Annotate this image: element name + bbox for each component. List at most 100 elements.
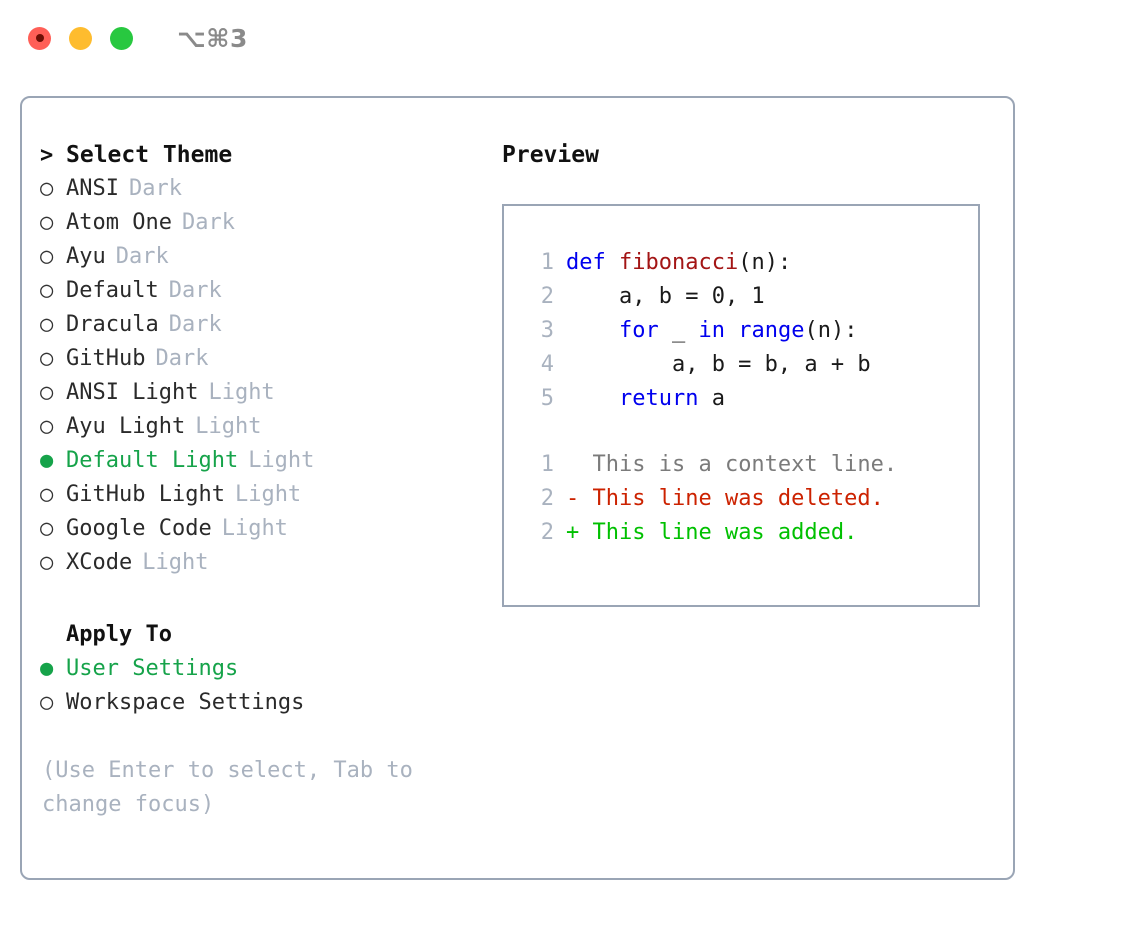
code-line: 5 return a — [522, 386, 978, 420]
code-token-pl — [566, 386, 619, 411]
diff-sample: 1 This is a context line.2- This line wa… — [522, 452, 978, 554]
theme-option-github-light[interactable]: ○ GitHub Light Light — [40, 482, 488, 516]
radio-unselected-icon: ○ — [40, 516, 54, 541]
code-token-pl — [566, 318, 619, 343]
radio-unselected-icon: ○ — [40, 244, 54, 269]
radio-unselected-icon: ○ — [40, 210, 54, 235]
theme-list-title: Select Theme — [66, 142, 233, 168]
theme-option-label: XCode — [66, 550, 133, 575]
minimize-button[interactable] — [69, 26, 92, 50]
theme-option-label: Dracula — [66, 312, 159, 337]
code-token-pl: a — [698, 386, 725, 411]
theme-option-kind: Light — [221, 516, 288, 541]
radio-selected-icon: ● — [40, 656, 54, 681]
code-line-text: for _ in range(n): — [566, 318, 857, 343]
window-titlebar: ⌥⌘3 — [0, 0, 1140, 76]
diff-line-sign: - — [566, 486, 580, 511]
code-token-fn: fibonacci — [618, 250, 739, 275]
theme-option-ansi-light[interactable]: ○ ANSI Light Light — [40, 380, 488, 414]
code-line-number: 3 — [540, 318, 554, 343]
theme-option-label: Default — [66, 278, 159, 303]
theme-applyto-spacer — [40, 584, 488, 622]
prompt-caret-icon: > — [40, 143, 54, 168]
code-line-text: return a — [566, 386, 725, 411]
diff-line-text: This is a context line. — [579, 452, 898, 477]
hint-spacer — [40, 724, 488, 754]
apply-to-option-workspace-settings[interactable]: ○Workspace Settings — [40, 690, 488, 724]
diff-line-number: 1 — [540, 452, 554, 477]
recording-indicator-icon — [35, 34, 44, 42]
diff-line-sign: + — [566, 520, 580, 545]
apply-to-option-user-settings[interactable]: ● User Settings — [40, 656, 488, 690]
theme-option-label: Ayu Light — [66, 414, 186, 439]
code-line-text: a, b = b, a + b — [566, 352, 871, 377]
diff-line-add: 2 + This line was added. — [522, 520, 978, 554]
diff-line-del: 2- This line was deleted. — [522, 486, 978, 520]
window-title: ⌥⌘3 — [177, 23, 248, 53]
code-token-pl — [725, 318, 738, 343]
theme-option-label: GitHub Light — [66, 482, 225, 507]
theme-option-label: GitHub — [66, 346, 146, 371]
radio-unselected-icon: ○ — [40, 312, 54, 337]
diff-line-ctx: 1 This is a context line. — [522, 452, 978, 486]
radio-unselected-icon: ○ — [40, 278, 54, 303]
code-line: 2 a, b = 0, 1 — [522, 284, 978, 318]
code-token-pl: (n): — [738, 250, 792, 275]
radio-unselected-icon: ○ — [40, 414, 54, 439]
theme-option-label: ANSI Light — [66, 380, 199, 405]
theme-option-label: ANSI — [66, 176, 119, 201]
code-line-number: 4 — [540, 352, 554, 377]
theme-option-kind: Light — [208, 380, 275, 405]
code-line-text: def fibonacci(n): — [566, 250, 791, 275]
code-token-pl: a, b = b, a + b — [566, 352, 871, 377]
diff-line-text: This line was added. — [579, 520, 858, 545]
radio-unselected-icon: ○ — [40, 482, 54, 507]
code-token-kw: in — [698, 318, 725, 343]
theme-option-kind: Dark — [155, 346, 209, 371]
theme-option-kind: Dark — [168, 278, 222, 303]
code-line-number: 1 — [540, 250, 554, 275]
theme-option-xcode[interactable]: ○ XCode Light — [40, 550, 488, 584]
theme-list-header: > Select Theme — [40, 142, 488, 176]
code-line-text: a, b = 0, 1 — [566, 284, 765, 309]
code-diff-spacer — [522, 420, 978, 452]
code-token-pl: (n): — [804, 318, 858, 343]
theme-option-kind: Light — [248, 448, 315, 473]
code-token-kw: return — [618, 386, 699, 411]
theme-option-kind: Light — [234, 482, 302, 507]
window-controls — [28, 26, 133, 50]
theme-option-kind: Light — [195, 414, 262, 439]
code-line-number: 5 — [540, 386, 554, 411]
zoom-button[interactable] — [110, 26, 133, 50]
theme-option-default[interactable]: ○ Default Dark — [40, 278, 488, 312]
theme-option-dracula[interactable]: ○ Dracula Dark — [40, 312, 488, 346]
radio-unselected-icon: ○ — [40, 380, 54, 405]
theme-option-label: Default Light — [66, 448, 239, 473]
theme-option-ayu-light[interactable]: ○ Ayu Light Light — [40, 414, 488, 448]
code-token-kw: range — [738, 318, 805, 343]
code-line: 3 for _ in range(n): — [522, 318, 978, 352]
code-token-kw: for — [618, 318, 659, 343]
theme-option-github[interactable]: ○ GitHub Dark — [40, 346, 488, 380]
theme-option-label: Atom One — [66, 210, 172, 235]
preview-title: Preview — [502, 142, 599, 168]
theme-option-kind: Dark — [115, 244, 169, 269]
close-button[interactable] — [28, 26, 51, 50]
diff-line-number: 2 — [540, 520, 554, 545]
apply-to-option-label: User Settings — [66, 656, 239, 681]
radio-unselected-icon: ○ — [40, 346, 54, 371]
theme-option-kind: Dark — [168, 312, 222, 337]
radio-unselected-icon: ○ — [40, 550, 54, 575]
apply-to-header: ○ Apply To — [40, 622, 488, 656]
theme-option-kind: Light — [142, 550, 209, 575]
